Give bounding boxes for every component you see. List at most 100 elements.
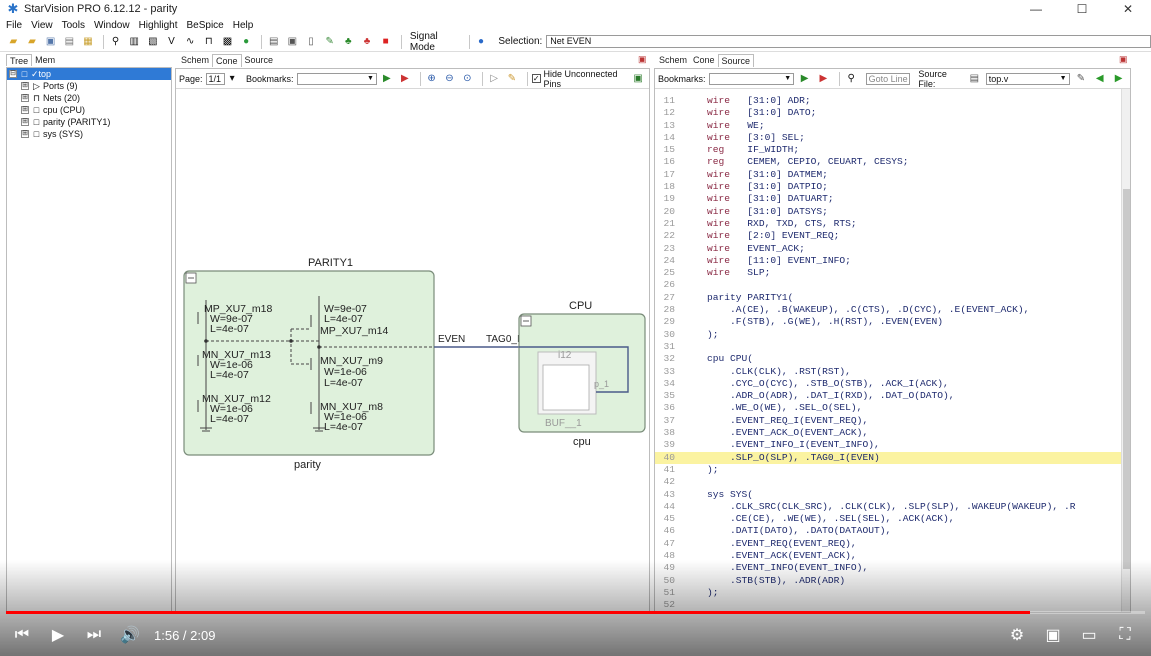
bookmark-next-icon[interactable]: ▶	[400, 72, 409, 84]
source-file-dropdown[interactable]: top.v▼	[985, 72, 1070, 85]
find-icon[interactable]: ⚲	[111, 35, 120, 47]
selection-field[interactable]: Net EVEN	[546, 35, 1151, 48]
next-icon[interactable]: ⏭	[86, 626, 102, 643]
bookmark-add-icon[interactable]: ▶	[800, 72, 809, 84]
zoom-fit-icon[interactable]: ⊙	[463, 72, 472, 84]
bookmarks-dropdown[interactable]: ▼	[708, 72, 795, 85]
code-line[interactable]: 34 .CYC_O(CYC), .STB_O(STB), .ACK_I(ACK)…	[655, 378, 1123, 390]
minimize-button[interactable]: —	[1030, 2, 1042, 16]
code-line[interactable]: 35 .ADR_O(ADR), .DAT_I(RXD), .DAT_O(DATO…	[655, 390, 1123, 402]
cpu-internal-wire[interactable]	[519, 346, 629, 393]
play-icon[interactable]: ▶	[51, 627, 65, 644]
step-icon[interactable]: ▷	[490, 72, 498, 84]
help-icon[interactable]: ●	[478, 35, 485, 47]
bookmarks-dropdown[interactable]: ▼	[296, 72, 377, 85]
theater-mode-icon[interactable]: ▭	[1081, 627, 1097, 644]
code-line[interactable]: 30);	[655, 329, 1123, 341]
panel-detach-icon[interactable]: ▣	[638, 54, 647, 64]
display-icon[interactable]: ▣	[633, 72, 643, 84]
tree-item-cpu[interactable]: ⊞ □ cpu (CPU)	[7, 104, 171, 116]
hide-unconnected-checkbox[interactable]: ✓	[531, 74, 541, 83]
code-line[interactable]: 26	[655, 279, 1123, 291]
page-icon[interactable]: ▯	[308, 35, 314, 47]
tree-icon[interactable]: ♣	[345, 35, 352, 47]
tab-schem[interactable]: Schem	[181, 55, 210, 65]
edit-icon[interactable]: ✎	[1076, 72, 1086, 84]
code-line[interactable]: 41);	[655, 464, 1123, 476]
tab-cone[interactable]: Cone	[693, 55, 715, 65]
code-line[interactable]: 28 .A(CE), .B(WAKEUP), .C(CTS), .D(CYC),…	[655, 304, 1123, 316]
goto-line-field[interactable]: Goto Line	[865, 72, 911, 85]
info-icon[interactable]: ●	[243, 35, 250, 47]
netlist-icon[interactable]: ▥	[129, 35, 139, 47]
code-line[interactable]: 38 .EVENT_ACK_O(EVENT_ACK),	[655, 427, 1123, 439]
menu-highlight[interactable]: Highlight	[138, 19, 178, 31]
bookmark-add-icon[interactable]: ▶	[383, 72, 391, 84]
tab-source[interactable]: Source	[717, 54, 755, 67]
schematic-icon[interactable]: ▧	[148, 35, 158, 47]
source-scrollbar[interactable]	[1121, 89, 1130, 612]
save-icon[interactable]: ▣	[45, 35, 56, 47]
page-field[interactable]: 1/1	[205, 72, 226, 85]
tab-mem[interactable]: Mem	[35, 55, 56, 65]
hierarchy-icon[interactable]: ♣	[363, 35, 371, 47]
maximize-button[interactable]: ☐	[1076, 2, 1088, 16]
tab-source[interactable]: Source	[244, 55, 274, 65]
tree-item-nets[interactable]: ⊞ ⊓ Nets (20)	[7, 92, 171, 104]
volume-icon[interactable]: 🔊	[120, 627, 140, 644]
tree-item-top[interactable]: ⊟ □ ✓ top	[7, 68, 171, 80]
menu-help[interactable]: Help	[232, 19, 254, 31]
code-line[interactable]: 47 .EVENT_REQ(EVENT_REQ),	[655, 538, 1123, 550]
find-icon[interactable]: ⚲	[847, 72, 855, 84]
pin-icon[interactable]: ✎	[507, 72, 517, 84]
open-folder-icon[interactable]: ▰	[9, 35, 18, 47]
tree-item-parity[interactable]: ⊞ □ parity (PARITY1)	[7, 116, 171, 128]
print-icon[interactable]: ▤	[64, 35, 75, 47]
back-arrow-icon[interactable]: ◀	[1095, 72, 1104, 84]
verilog-icon[interactable]: V	[168, 35, 175, 47]
code-line[interactable]: 48 .EVENT_ACK(EVENT_ACK),	[655, 550, 1123, 562]
tab-schem[interactable]: Schem	[659, 55, 688, 65]
fullscreen-icon[interactable]: ⛶	[1119, 626, 1131, 643]
menu-bespice[interactable]: BeSpice	[186, 19, 224, 31]
wrench-icon[interactable]: ✎	[325, 35, 334, 47]
tree-item-sys[interactable]: ⊞ □ sys (SYS)	[7, 128, 171, 140]
expand-icon[interactable]: ⊞	[21, 106, 29, 114]
menu-file[interactable]: File	[6, 19, 23, 31]
settings-gear-icon[interactable]: ⚙	[1009, 627, 1025, 644]
code-line[interactable]: 31	[655, 341, 1123, 353]
spice-icon[interactable]: ⊓	[204, 35, 213, 47]
print-setup-icon[interactable]: ▣	[287, 35, 298, 47]
code-line[interactable]: 39 .EVENT_INFO_I(EVENT_INFO),	[655, 439, 1123, 451]
signal-mode-button[interactable]: Signal Mode	[409, 30, 438, 53]
rc-icon[interactable]: ▩	[222, 35, 233, 47]
code-line[interactable]: 36 .WE_O(WE), .SEL_O(SEL),	[655, 402, 1123, 414]
code-line[interactable]: 46 .DATI(DATO), .DATO(DATAOUT),	[655, 525, 1123, 537]
expand-icon[interactable]: ⊞	[21, 118, 29, 126]
menu-view[interactable]: View	[31, 19, 53, 31]
open-recent-icon[interactable]: ▰	[28, 35, 36, 47]
zoom-in-icon[interactable]: ⊕	[427, 72, 436, 84]
code-line[interactable]: 45 .CE(CE), .WE(WE), .SEL(SEL), .ACK(ACK…	[655, 513, 1123, 525]
waveform-icon[interactable]: ∿	[185, 35, 195, 47]
collapse-icon[interactable]: ⊟	[9, 70, 17, 78]
parity-block[interactable]	[183, 270, 435, 456]
scrollbar-thumb[interactable]	[1123, 189, 1130, 569]
close-button[interactable]: ✕	[1122, 2, 1134, 16]
tree-item-ports[interactable]: ⊞ ▷ Ports (9)	[7, 80, 171, 92]
stop-icon[interactable]: ■	[382, 35, 389, 47]
code-line[interactable]: 44 .CLK_SRC(CLK_SRC), .CLK(CLK), .SLP(SL…	[655, 501, 1123, 513]
expand-icon[interactable]: ⊞	[21, 94, 29, 102]
